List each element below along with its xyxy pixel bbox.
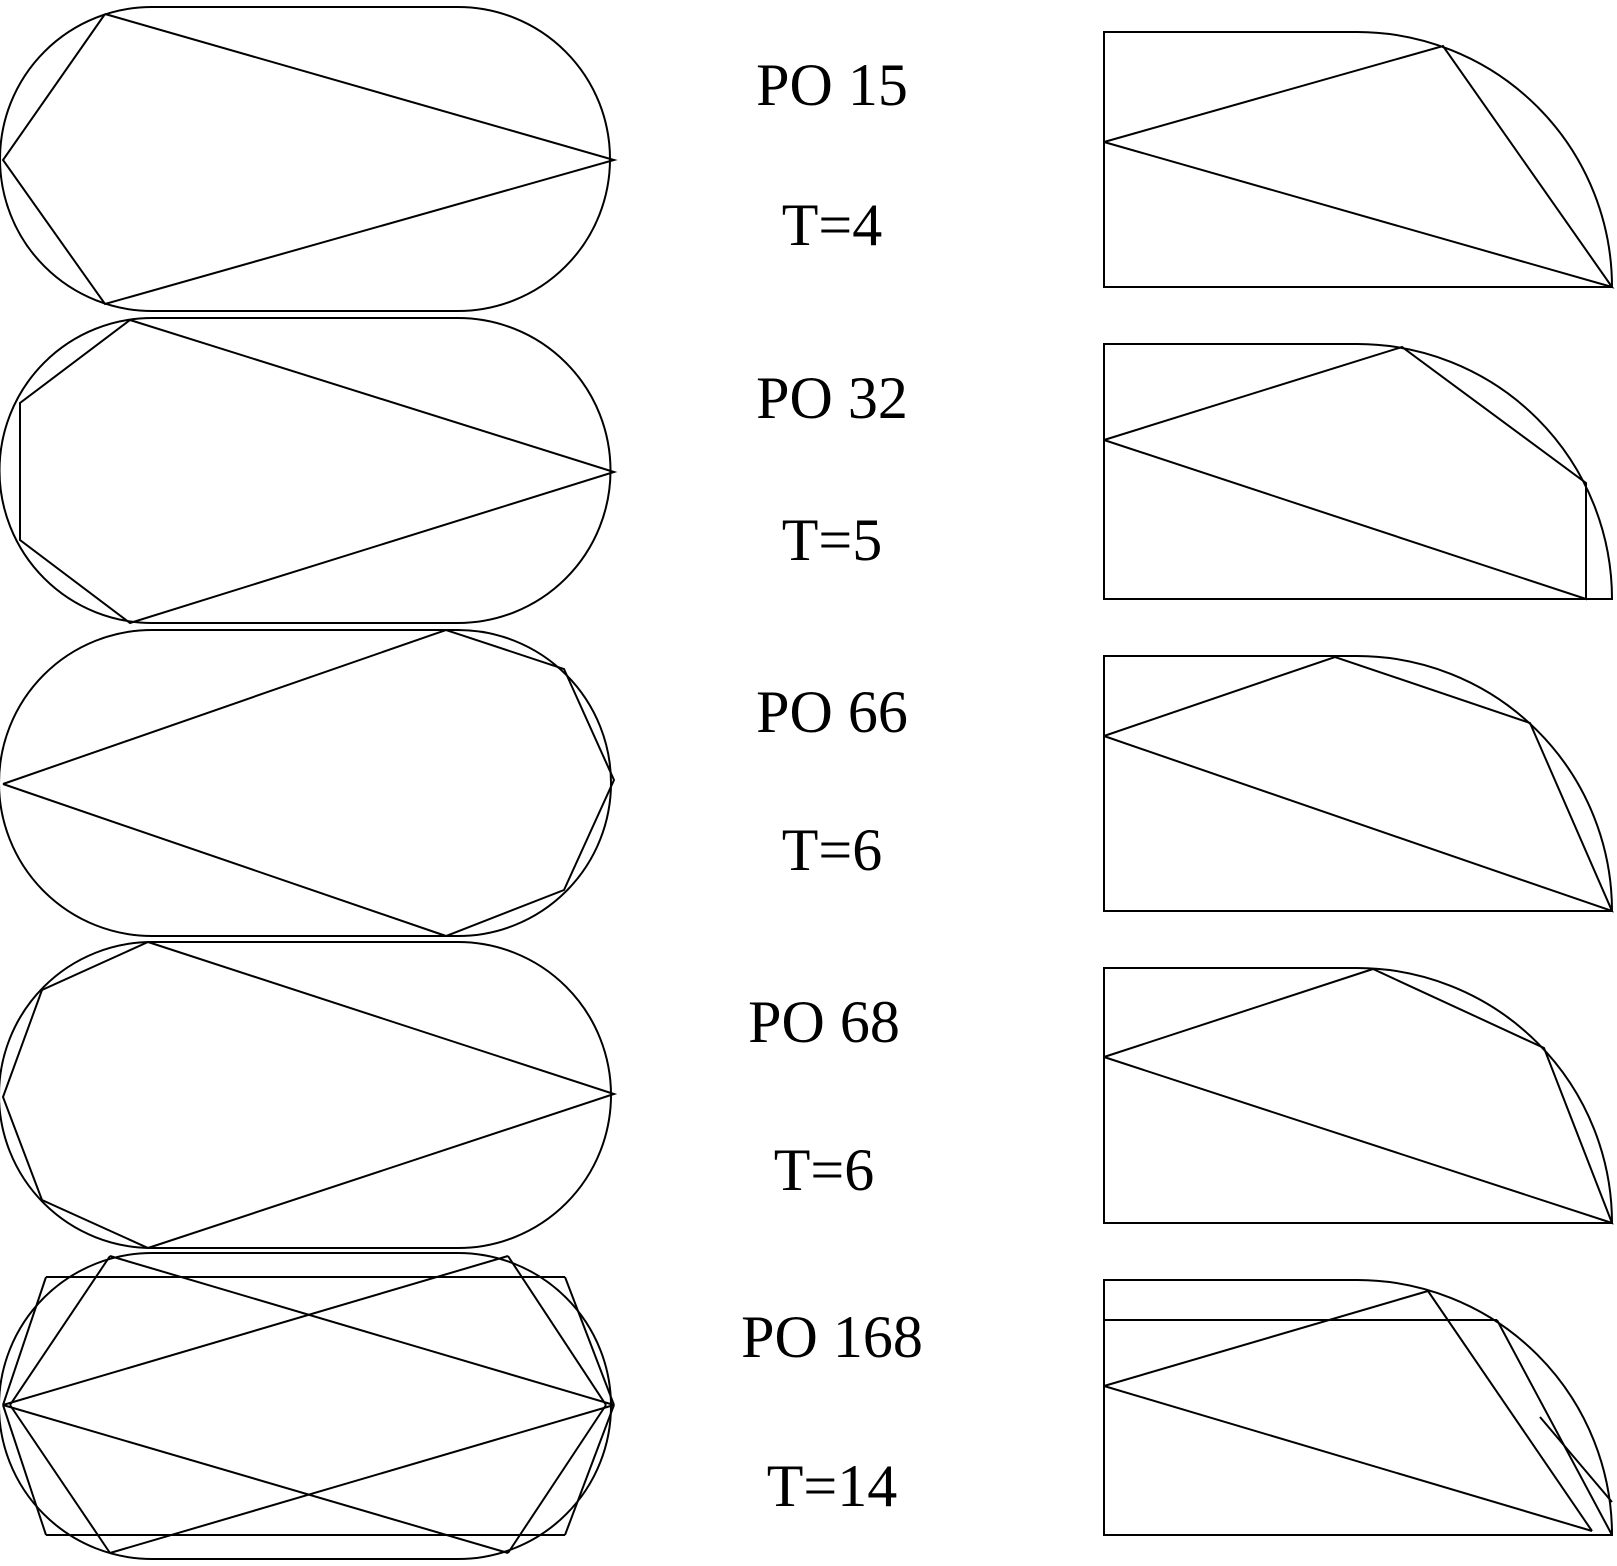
po-label: PO 15 — [756, 52, 908, 118]
period-label: T=6 — [782, 817, 883, 883]
stadium-boundary — [0, 317, 612, 624]
orbit-trajectory — [1103, 967, 1614, 1225]
row-po-32: PO 32 T=5 — [0, 317, 1614, 625]
orbit-segment — [1496, 1319, 1613, 1536]
stadium-boundary — [0, 629, 612, 937]
stadium-boundary — [0, 1252, 612, 1560]
po-label: PO 32 — [756, 365, 908, 431]
period-label: T=6 — [774, 1137, 875, 1203]
row-po-68: PO 68 T=6 — [0, 941, 1614, 1250]
quarter-stadium-boundary — [1103, 655, 1614, 912]
orbit-segment — [2, 1404, 509, 1554]
orbit-trajectory — [1103, 345, 1587, 601]
orbit-segment — [507, 1255, 607, 1406]
stadium-billiard — [0, 6, 618, 312]
stadium-billiard — [0, 628, 616, 938]
orbit-segment — [507, 1404, 607, 1554]
orbit-segment — [1103, 1290, 1429, 1387]
orbit-trajectory — [1, 13, 618, 306]
orbit-trajectory — [2, 628, 616, 938]
orbit-segment — [2, 1276, 47, 1406]
stadium-boundary — [0, 6, 611, 312]
stadium-boundary — [0, 941, 612, 1249]
quarter-stadium-billiard — [1103, 655, 1614, 913]
period-label: T=5 — [782, 507, 883, 573]
orbit-segment — [564, 1404, 615, 1536]
orbit-segment — [1539, 1416, 1613, 1503]
orbit-trajectory — [1103, 44, 1615, 289]
quarter-stadium-billiard — [1103, 1279, 1614, 1536]
quarter-stadium-boundary — [1103, 1279, 1614, 1536]
row-po-168: PO 168 T=14 — [0, 1252, 1614, 1560]
orbit-trajectory — [2, 1255, 615, 1554]
orbit-segment — [109, 1255, 615, 1406]
po-label: PO 168 — [741, 1304, 923, 1370]
quarter-stadium-boundary — [1103, 967, 1614, 1224]
orbit-segment — [109, 1404, 615, 1554]
po-label: PO 68 — [748, 989, 900, 1055]
orbit-segment — [564, 1276, 615, 1406]
stadium-billiard — [0, 1252, 615, 1560]
row-po-15: PO 15 T=4 — [0, 6, 1615, 312]
quarter-stadium-boundary — [1103, 343, 1614, 600]
row-po-66: PO 66 T=6 — [0, 628, 1614, 938]
orbit-segment — [2, 1255, 509, 1406]
orbit-trajectory — [1103, 655, 1614, 913]
orbit-segment — [2, 1404, 47, 1536]
quarter-stadium-billiard — [1103, 31, 1615, 289]
period-label: T=14 — [767, 1453, 898, 1519]
orbit-trajectory — [1, 941, 618, 1250]
period-label: T=4 — [782, 192, 883, 258]
orbit-segment — [1103, 1385, 1593, 1532]
stadium-billiard — [0, 317, 618, 625]
po-label: PO 66 — [756, 679, 908, 745]
orbit-segment — [9, 1255, 111, 1406]
orbit-trajectory — [1103, 1290, 1613, 1536]
orbit-segment — [9, 1404, 111, 1554]
quarter-stadium-billiard — [1103, 343, 1614, 601]
orbit-segment — [1427, 1290, 1593, 1532]
quarter-stadium-billiard — [1103, 967, 1614, 1225]
quarter-stadium-boundary — [1103, 31, 1614, 288]
stadium-billiard — [0, 941, 618, 1250]
orbit-trajectory — [19, 319, 618, 625]
